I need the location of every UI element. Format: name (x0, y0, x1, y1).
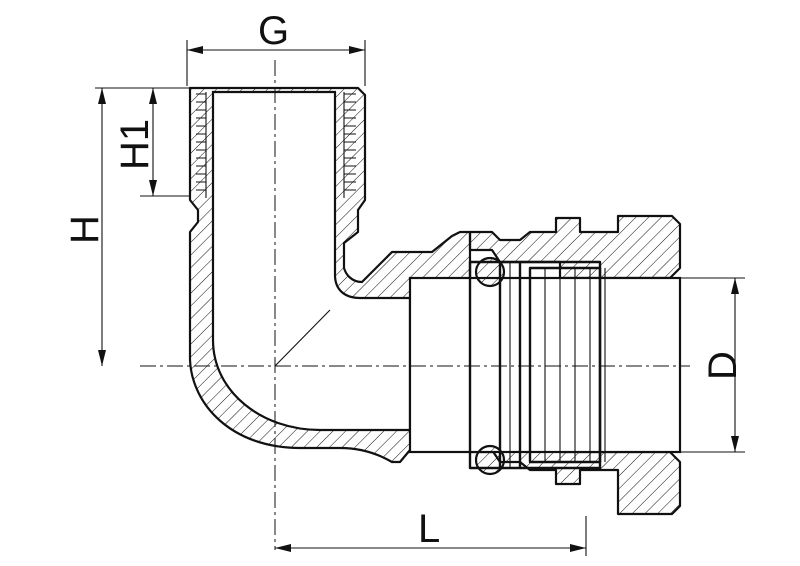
o-rings (474, 256, 506, 476)
dimension-d: D (680, 277, 745, 453)
thread-g-end (196, 92, 356, 198)
dimension-h1: H1 (113, 87, 190, 197)
o-ring-lower (474, 444, 506, 476)
label-d: D (701, 351, 745, 380)
label-l: L (418, 507, 440, 551)
o-ring-upper (474, 256, 506, 288)
centre-lines (140, 60, 690, 550)
dimension-h: H (63, 87, 140, 366)
label-h1: H1 (113, 119, 157, 170)
elbow-bore (211, 90, 412, 432)
elbow-body (188, 86, 472, 464)
label-h: H (63, 215, 107, 244)
dimension-l: L (275, 507, 587, 556)
label-g: G (258, 9, 289, 53)
dimension-g: G (186, 9, 366, 86)
grip-ring (468, 260, 606, 470)
